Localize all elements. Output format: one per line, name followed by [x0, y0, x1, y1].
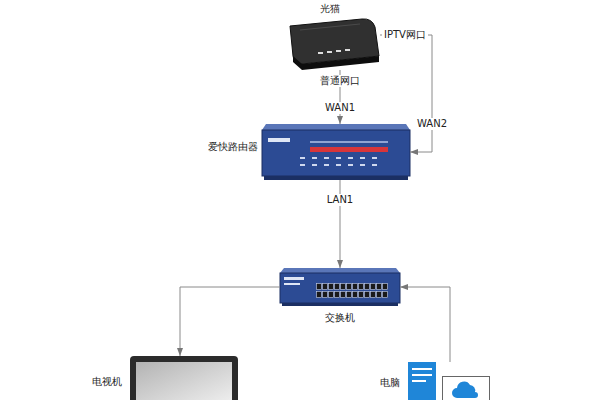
connector: [400, 287, 450, 362]
modem-node: 光猫: [286, 3, 380, 70]
node-label: 爱快路由器: [208, 141, 258, 153]
port-label: 普通网口: [318, 75, 362, 87]
port-label: WAN1: [323, 102, 357, 114]
switch-node: 交换机: [280, 268, 400, 324]
router-node: 爱快路由器: [208, 124, 410, 180]
connector: [380, 35, 432, 152]
switch-picture: [280, 268, 400, 306]
node-label: 电视机: [92, 376, 122, 388]
tv-node: 电视机: [92, 356, 238, 400]
port-label: WAN2: [415, 118, 449, 130]
node-label: 电脑: [380, 377, 400, 389]
modem-picture: [290, 19, 379, 70]
port-label: LAN1: [325, 194, 355, 206]
computer-picture: [408, 362, 490, 400]
connector: [180, 287, 280, 356]
router-picture: [262, 124, 410, 180]
port-label: IPTV网口: [382, 29, 428, 41]
node-label: 光猫: [320, 3, 340, 15]
computer-node: 电脑: [380, 362, 492, 400]
node-label: 交换机: [325, 312, 355, 324]
tv-picture: [130, 356, 238, 400]
